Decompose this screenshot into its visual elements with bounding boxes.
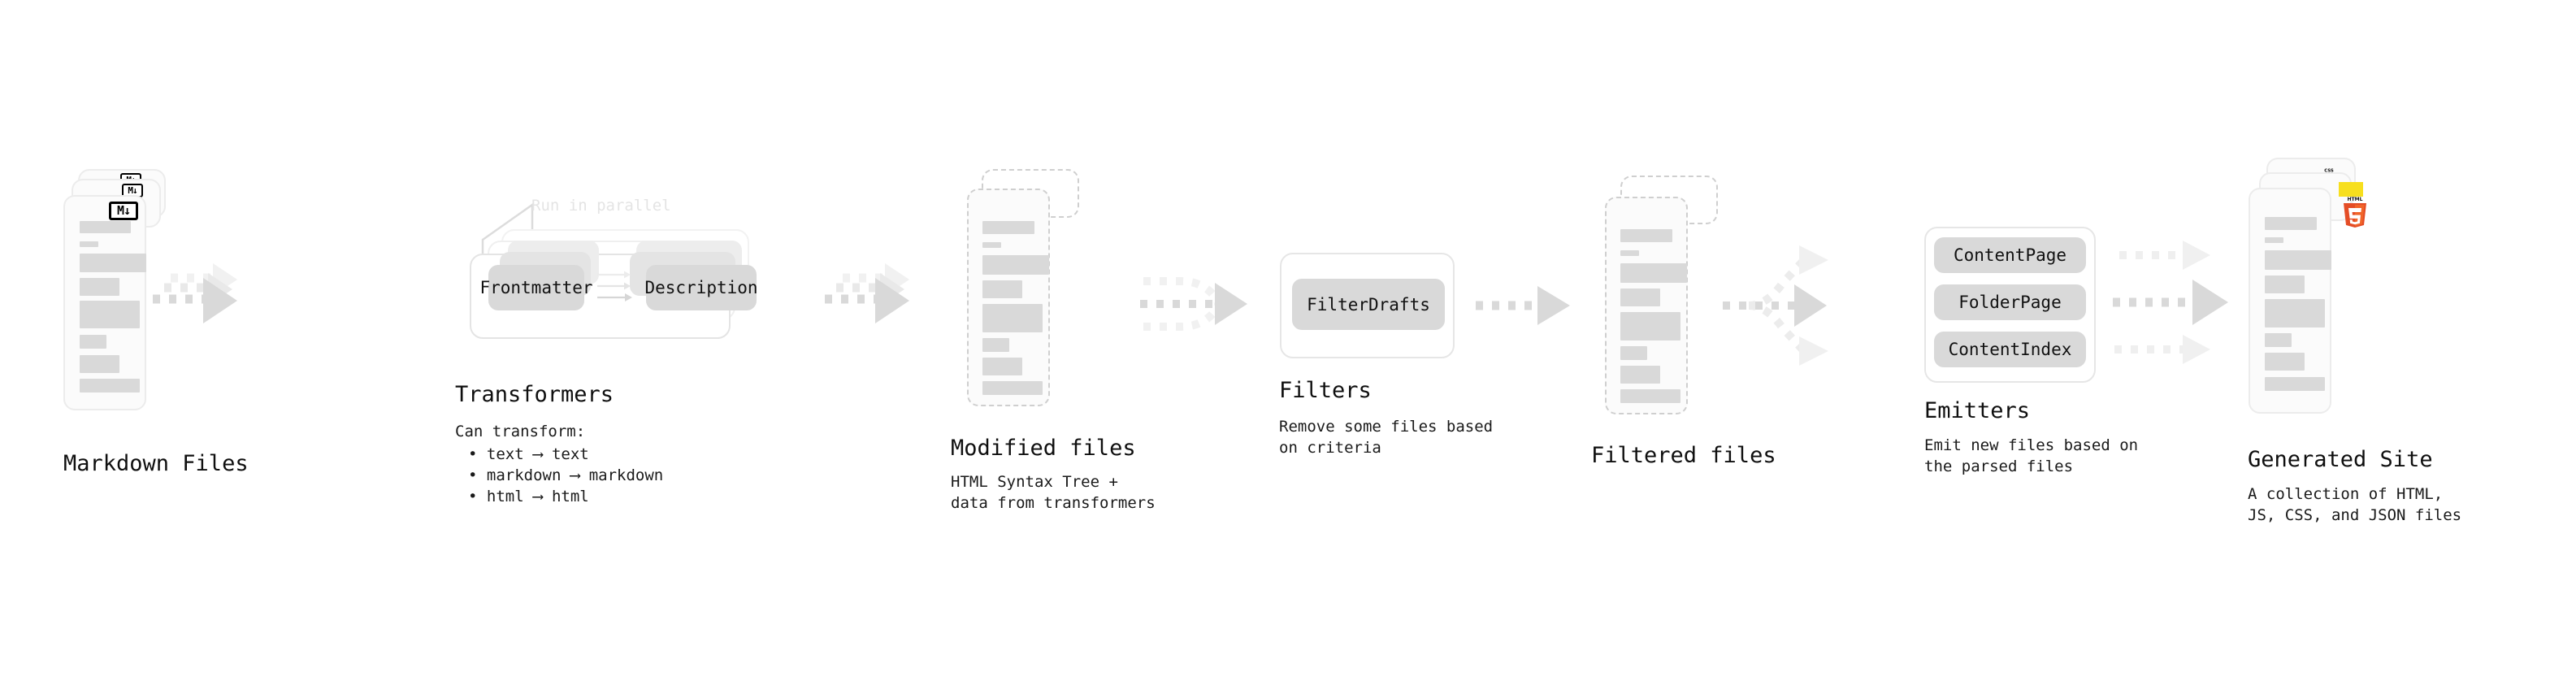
arrow-transformers-to-modified: [825, 263, 909, 323]
doc-bar: [80, 335, 106, 349]
emitter-chip-contentindex[interactable]: ContentIndex: [1934, 332, 2086, 367]
doc-bar: [982, 221, 1034, 234]
doc-bar: [2265, 217, 2317, 230]
emitter-chip-contentpage[interactable]: ContentPage: [1934, 237, 2086, 273]
stage-subtitle-modified-files: HTML Syntax Tree + data from transformer…: [951, 473, 1156, 512]
doc-bar: [1620, 229, 1672, 242]
doc-bar: [80, 379, 140, 393]
doc-bar: [982, 338, 1009, 352]
transformers-bullet-1: • markdown ⟶ markdown: [468, 466, 664, 484]
transformer-inner-arrows: [597, 271, 632, 301]
doc-bar: [1620, 288, 1660, 306]
stage-subtitle-generated-site: A collection of HTML, JS, CSS, and JSON …: [2248, 485, 2462, 524]
markdown-file-card-front: [63, 195, 146, 410]
svg-text:CSS: CSS: [2324, 169, 2334, 174]
doc-bar: [982, 242, 1001, 248]
stage-title-filtered-files: Filtered files: [1591, 443, 1776, 468]
arrow-filtered-to-emitters: [1723, 245, 1828, 366]
doc-bar: [1620, 366, 1660, 384]
arrow-filters-to-filtered: [1476, 286, 1570, 325]
doc-bar: [2265, 237, 2283, 243]
doc-bar: [2265, 299, 2325, 327]
doc-bar: [1620, 250, 1639, 256]
stage-title-generated-site: Generated Site: [2248, 447, 2433, 472]
transformers-bullet-0: • text ⟶ text: [468, 445, 589, 463]
doc-bar: [982, 304, 1043, 332]
run-in-parallel-label: Run in parallel: [531, 197, 671, 215]
doc-bar: [982, 358, 1022, 375]
transformer-chip-frontmatter[interactable]: Frontmatter: [479, 265, 593, 310]
doc-bar: [982, 280, 1022, 298]
doc-bar: [982, 255, 1049, 275]
doc-bar: [80, 301, 140, 328]
modified-file-card-front: [967, 189, 1050, 406]
doc-bar: [1620, 263, 1687, 283]
doc-bar: [2265, 377, 2325, 391]
stage-subtitle-emitters: Emit new files based on the parsed files: [1924, 436, 2139, 475]
filter-chip-filterdrafts[interactable]: FilterDrafts: [1292, 279, 1445, 330]
arrow-emitters-to-site: [2113, 241, 2228, 364]
doc-bar: [1620, 346, 1647, 360]
doc-bar: [80, 278, 119, 296]
stage-title-emitters: Emitters: [1924, 398, 2031, 423]
filtered-file-card-front: [1605, 197, 1688, 414]
svg-text:HTML: HTML: [2348, 197, 2363, 202]
doc-bar: [2265, 250, 2331, 270]
js-icon: [2339, 182, 2363, 197]
emitter-chip-folderpage[interactable]: FolderPage: [1934, 284, 2086, 320]
stage-title-filters: Filters: [1279, 378, 1372, 403]
doc-bar: [1620, 389, 1680, 403]
parallel-bracket: [481, 202, 534, 267]
site-file-card-html: [2249, 188, 2331, 414]
stage-markdown-files: M↓ M↓ M↓ Markdown Files: [0, 0, 309, 681]
doc-bar: [2265, 333, 2292, 347]
transformer-chip-description[interactable]: Description: [644, 265, 758, 310]
arrow-md-to-transformers: [153, 263, 237, 323]
doc-bar: [2265, 353, 2305, 371]
doc-bar: [2265, 275, 2305, 293]
doc-bar: [80, 221, 131, 233]
transformers-bullet-2: • html ⟶ html: [468, 488, 589, 505]
doc-bar: [80, 241, 98, 247]
stage-title-modified-files: Modified files: [951, 436, 1136, 461]
arrow-modified-to-filters: [1140, 277, 1247, 331]
doc-bar: [982, 381, 1043, 395]
stage-subtitle-transformers: Can transform:: [455, 423, 586, 440]
stage-title-transformers: Transformers: [455, 382, 614, 407]
doc-bar: [80, 254, 146, 272]
markdown-badge-front: M↓: [109, 202, 138, 220]
stage-subtitle-filters: Remove some files based on criteria: [1279, 418, 1494, 457]
html5-icon: HTML: [2344, 197, 2366, 228]
doc-bar: [1620, 312, 1680, 340]
doc-bar: [80, 355, 119, 373]
stage-title-markdown-files: Markdown Files: [63, 451, 249, 476]
